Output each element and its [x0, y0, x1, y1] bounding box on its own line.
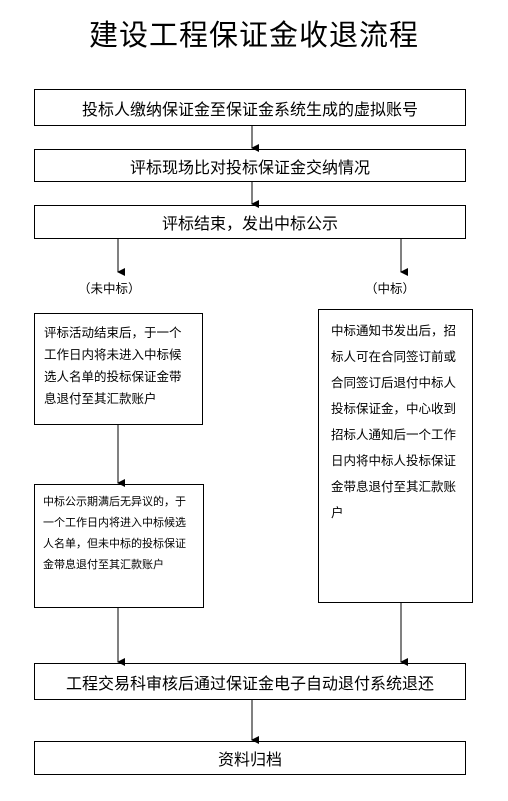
step-3-text: 评标结束，发出中标公示	[161, 214, 338, 233]
left-box-2-text: 中标公示期满后无异议的，于一个工作日内将进入中标候选人名单，但未中标的投标保证金…	[43, 495, 186, 571]
not-winning-label: （未中标）	[78, 281, 141, 296]
winning-label: （中标）	[365, 281, 416, 296]
step-1-box: 投标人缴纳保证金至保证金系统生成的虚拟账号	[34, 89, 466, 126]
right-box-text: 中标通知书发出后，招标人可在合同签订前或合同签订后退付中标人投标保证金，中心收到…	[331, 323, 457, 520]
step-1-text: 投标人缴纳保证金至保证金系统生成的虚拟账号	[81, 99, 418, 119]
step-3-box: 评标结束，发出中标公示	[34, 205, 466, 239]
left-box-1: 评标活动结束后，于一个工作日内将未进入中标候选人名单的投标保证金带息退付至其汇款…	[34, 313, 203, 425]
step-2-text: 评标现场比对投标保证金交纳情况	[129, 157, 370, 177]
step-2-box: 评标现场比对投标保证金交纳情况	[34, 149, 466, 182]
page-title: 建设工程保证金收退流程	[88, 18, 419, 52]
step-4-box: 工程交易科审核后通过保证金电子自动退付系统退还	[34, 663, 466, 700]
step-4-text: 工程交易科审核后通过保证金电子自动退付系统退还	[65, 673, 434, 693]
step-5-text: 资料归档	[217, 750, 282, 769]
left-box-1-text: 评标活动结束后，于一个工作日内将未进入中标候选人名单的投标保证金带息退付至其汇款…	[44, 325, 182, 406]
left-box-2: 中标公示期满后无异议的，于一个工作日内将进入中标候选人名单，但未中标的投标保证金…	[34, 484, 204, 608]
right-box: 中标通知书发出后，招标人可在合同签订前或合同签订后退付中标人投标保证金，中心收到…	[318, 309, 473, 603]
step-5-box: 资料归档	[34, 741, 466, 775]
